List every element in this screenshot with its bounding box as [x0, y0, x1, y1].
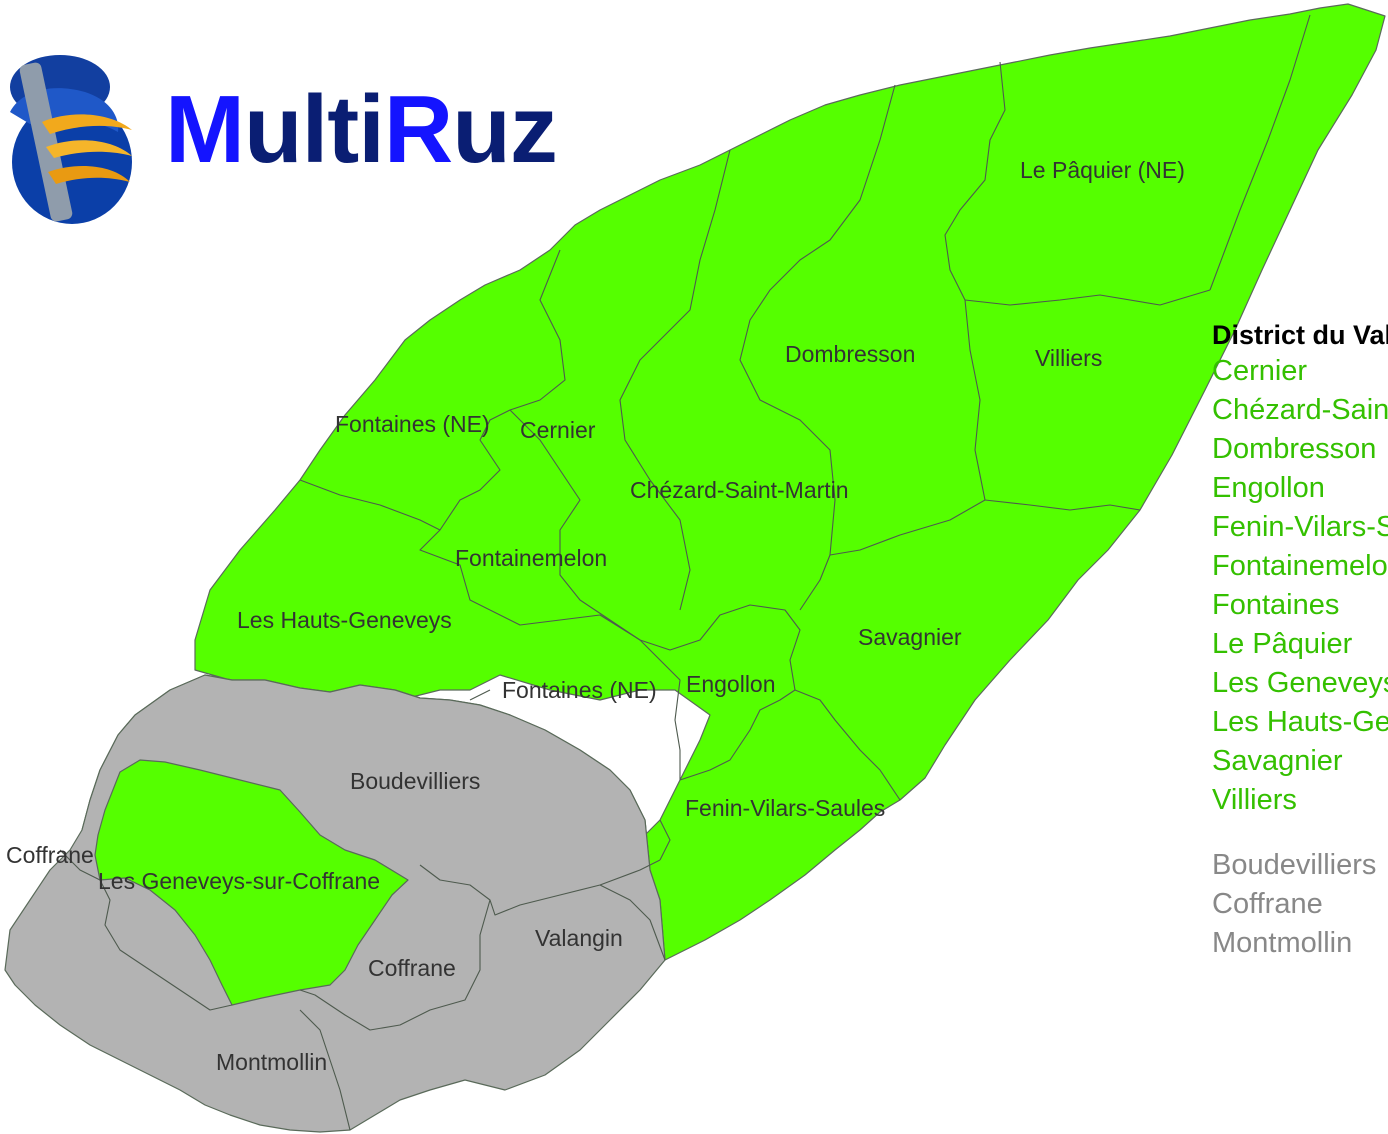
legend-member-item: Fenin-Vilars-Saules: [1212, 511, 1388, 543]
map-labels: Le Pâquier (NE) Dombresson Villiers Font…: [6, 157, 1185, 1075]
legend-member-item: Cernier: [1212, 355, 1308, 387]
legend-member-item: Fontainemelon: [1212, 550, 1388, 582]
legend-member-item: Dombresson: [1212, 433, 1377, 465]
legend-non-member-item: Boudevilliers: [1212, 849, 1377, 881]
map-label-dombresson: Dombresson: [785, 341, 915, 367]
map-label-le-paquier: Le Pâquier (NE): [1020, 157, 1185, 183]
legend-member-item: Les Geneveys-sur-Coffrane: [1212, 667, 1388, 699]
legend-non-member-item: Montmollin: [1212, 927, 1353, 959]
legend-member-item: Chézard-Saint-Martin: [1212, 394, 1388, 426]
logo-text-part: uz: [452, 76, 558, 183]
legend-non-member-item: Coffrane: [1212, 888, 1323, 920]
commune-borders: [59, 14, 1311, 1131]
legend-member-item: Le Pâquier: [1212, 628, 1353, 660]
map-label-engollon: Engollon: [686, 671, 776, 697]
legend-member-item: Fontaines: [1212, 589, 1340, 621]
map-label-fontainemelon: Fontainemelon: [455, 545, 607, 571]
legend-member-list: Cernier Chézard-Saint-Martin Dombresson …: [1212, 352, 1388, 820]
multiruz-logo-icon: [10, 55, 132, 224]
commune-legend: District du Val-de-Ruz Cernier Chézard-S…: [1212, 318, 1388, 963]
les-geneveys-sur-coffrane-area: [94, 759, 409, 1006]
map-label-cernier: Cernier: [520, 417, 596, 443]
map-label-les-geneveys-sur-coffrane: Les Geneveys-sur-Coffrane: [98, 868, 380, 894]
map-label-fontaines-north: Fontaines (NE): [335, 411, 490, 437]
legend-non-member-list: Boudevilliers Coffrane Montmollin: [1212, 846, 1388, 963]
map-label-montmollin: Montmollin: [216, 1049, 327, 1075]
map-label-boudevilliers: Boudevilliers: [350, 768, 480, 794]
map-label-fenin-vilars-saules: Fenin-Vilars-Saules: [685, 795, 885, 821]
map-label-chezard-saint-martin: Chézard-Saint-Martin: [630, 477, 849, 503]
map-label-fontaines-south: Fontaines (NE): [502, 677, 657, 703]
map-label-coffrane: Coffrane: [368, 955, 456, 981]
legend-title: District du Val-de-Ruz: [1212, 320, 1388, 350]
map-label-villiers: Villiers: [1035, 345, 1102, 371]
legend-member-item: Savagnier: [1212, 745, 1343, 777]
legend-member-item: Engollon: [1212, 472, 1325, 504]
logo-text-part: M: [165, 76, 245, 183]
multiruz-logo-text: MultiRuz: [165, 82, 558, 178]
legend-member-item: Villiers: [1212, 784, 1297, 816]
map-label-savagnier: Savagnier: [858, 624, 962, 650]
map-label-les-hauts-geneveys: Les Hauts-Geneveys: [237, 607, 452, 633]
logo-text-part: R: [383, 76, 453, 183]
map-label-coffrane-west: Coffrane: [6, 842, 94, 868]
map-label-valangin: Valangin: [535, 925, 623, 951]
logo-text-part: ulti: [243, 76, 385, 183]
legend-member-item: Les Hauts-Geneveys: [1212, 706, 1388, 738]
